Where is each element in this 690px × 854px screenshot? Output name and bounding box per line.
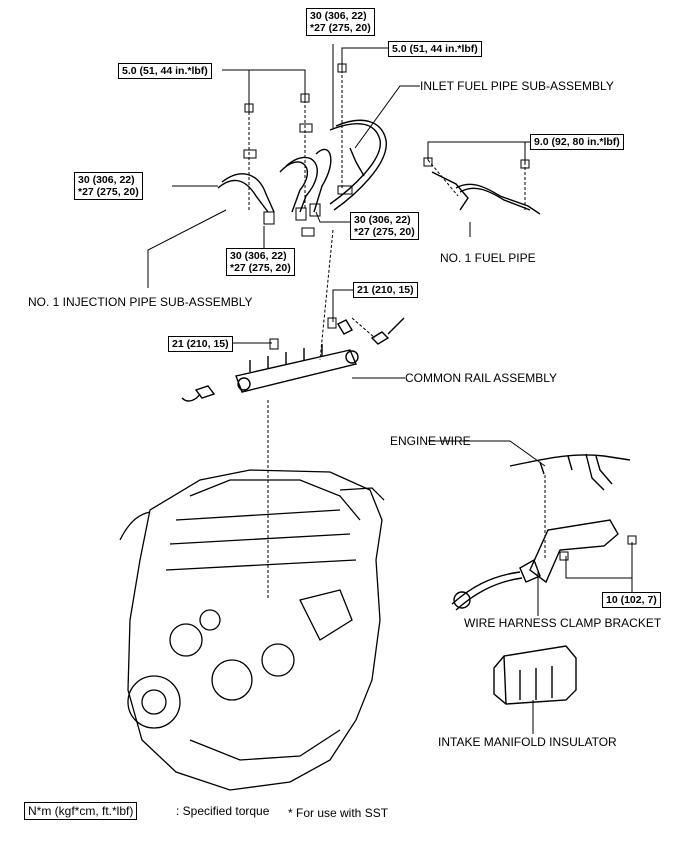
label-no1-fuel-pipe: NO. 1 FUEL PIPE xyxy=(440,251,536,265)
engine-wire-drawing xyxy=(509,453,631,491)
torque-box-top: 30 (306, 22) *27 (275, 20) xyxy=(306,8,375,36)
torque-box-21a: 21 (210, 15) xyxy=(353,282,418,298)
leader-lines xyxy=(147,44,633,734)
engine-block-drawing xyxy=(119,469,385,791)
torque-box-right: 30 (306, 22) *27 (275, 20) xyxy=(350,212,419,240)
label-common-rail: COMMON RAIL ASSEMBLY xyxy=(405,371,558,385)
alignment-lines xyxy=(248,70,546,600)
legend-sst-note: * For use with SST xyxy=(288,806,389,820)
no1-fuel-pipe-drawing xyxy=(431,171,541,215)
label-inlet-fuel-pipe: INLET FUEL PIPE SUB-ASSEMBLY xyxy=(420,79,614,93)
label-engine-wire: ENGINE WIRE xyxy=(390,434,471,448)
insulator-drawing xyxy=(493,645,577,705)
common-rail-drawing xyxy=(181,317,405,402)
injection-pipe-drawing xyxy=(217,119,387,213)
torque-box-5a: 5.0 (51, 44 in.*lbf) xyxy=(388,41,482,57)
bolts xyxy=(243,63,637,561)
label-wire-harness-clamp-bracket: WIRE HARNESS CLAMP BRACKET xyxy=(464,616,662,630)
torque-box-left: 30 (306, 22) *27 (275, 20) xyxy=(74,172,143,200)
label-intake-manifold-insulator: INTAKE MANIFOLD INSULATOR xyxy=(438,735,617,749)
torque-box-9: 9.0 (92, 80 in.*lbf) xyxy=(530,134,624,150)
bracket-drawing xyxy=(451,519,619,611)
label-no1-injection-pipe: NO. 1 INJECTION PIPE SUB-ASSEMBLY xyxy=(28,295,253,309)
legend-unit-desc: : Specified torque xyxy=(176,804,270,818)
torque-box-bottom: 30 (306, 22) *27 (275, 20) xyxy=(226,248,295,276)
torque-box-10: 10 (102, 7) xyxy=(602,592,661,608)
legend-unit-box: N*m (kgf*cm, ft.*lbf) xyxy=(24,802,138,820)
torque-box-21b: 21 (210, 15) xyxy=(168,336,233,352)
torque-box-5b: 5.0 (51, 44 in.*lbf) xyxy=(118,63,212,79)
